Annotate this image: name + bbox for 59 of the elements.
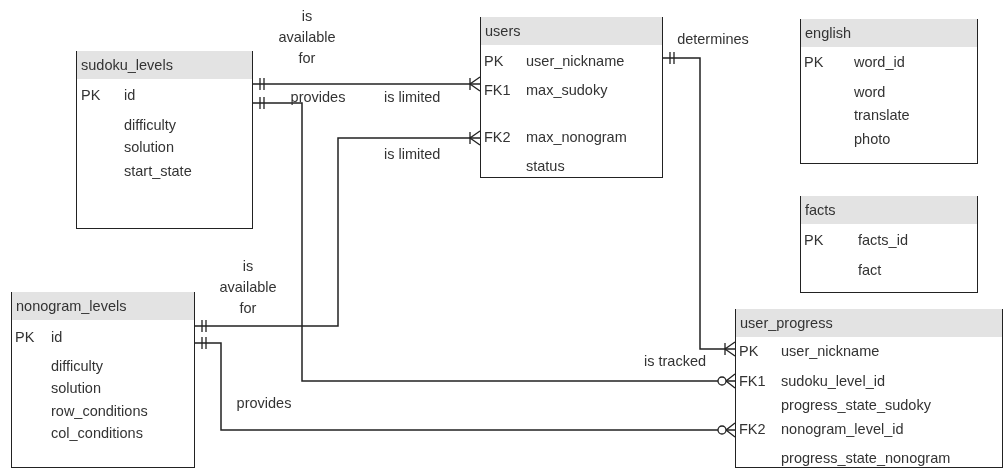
key-label: PK [804, 231, 824, 249]
edge-label: is available for [218, 257, 278, 318]
column-name: id [124, 86, 136, 104]
key-label: FK1 [484, 81, 511, 99]
column-name: start_state [124, 162, 192, 180]
key-label: PK [739, 342, 759, 360]
column-name: id [51, 328, 63, 346]
column-name: solution [51, 379, 101, 397]
entity-table [480, 17, 663, 178]
column-name: progress_state_nonogram [781, 449, 951, 467]
entity-table [11, 292, 195, 468]
column-name: difficulty [51, 357, 104, 375]
edge-label: determines [676, 30, 750, 49]
edge-label: provides [235, 394, 293, 413]
table-header: english [801, 19, 977, 47]
entity-table [800, 19, 978, 164]
table-header: user_progress [736, 309, 1002, 337]
column-name: col_conditions [51, 424, 143, 442]
edge-label: is available for [277, 7, 337, 68]
relationship-line [252, 96, 736, 389]
key-label: FK1 [739, 372, 766, 390]
key-label: PK [484, 52, 504, 70]
column-name: status [526, 157, 565, 175]
relationship-line [194, 336, 736, 438]
column-name: photo [854, 130, 891, 148]
relationship-line [252, 76, 481, 92]
column-name: word_id [854, 53, 905, 71]
key-label: PK [81, 86, 101, 104]
column-name: max_nonogram [526, 128, 627, 146]
key-label: FK2 [484, 128, 511, 146]
column-name: user_nickname [526, 52, 625, 70]
key-label: PK [804, 53, 824, 71]
column-name: progress_state_sudoky [781, 396, 931, 414]
column-name: nonogram_level_id [781, 420, 904, 438]
entity-table [76, 51, 253, 229]
entity-table [735, 309, 1003, 468]
column-name: solution [124, 138, 174, 156]
table-header: users [481, 17, 662, 45]
column-name: user_nickname [781, 342, 880, 360]
role-label: is limited [384, 145, 441, 163]
column-name: max_sudoky [526, 81, 608, 99]
column-name: facts_id [858, 231, 908, 249]
table-header: facts [801, 196, 977, 224]
entity-table [800, 196, 978, 293]
key-label: PK [15, 328, 35, 346]
table-header: nonogram_levels [12, 292, 194, 320]
key-label: FK2 [739, 420, 766, 438]
column-name: difficulty [124, 116, 177, 134]
relationship-line [194, 130, 481, 333]
column-name: fact [858, 261, 882, 279]
role-label: is tracked [644, 352, 707, 370]
table-header: sudoku_levels [77, 51, 252, 79]
column-name: row_conditions [51, 402, 148, 420]
edge-label: provides [289, 88, 347, 107]
column-name: word [854, 83, 886, 101]
column-name: translate [854, 106, 910, 124]
role-label: is limited [384, 88, 441, 106]
column-name: sudoku_level_id [781, 372, 885, 390]
relationship-line [662, 51, 736, 357]
